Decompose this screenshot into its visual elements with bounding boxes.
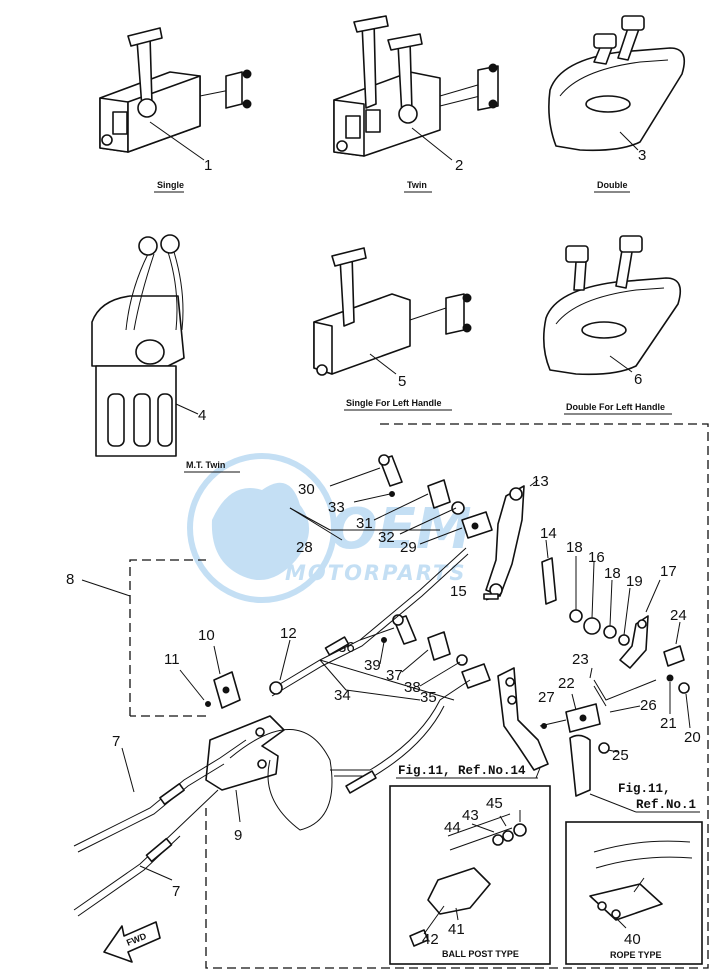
callout-5: 5	[398, 373, 406, 390]
shaft-and-washers: 15 14 18 16 18 19	[450, 525, 643, 646]
ref-ref1: Ref.No.1	[636, 798, 696, 812]
callout-18-top: 18	[566, 539, 583, 556]
watermark: OEM MOTORPARTS	[187, 453, 472, 603]
callout-44: 44	[444, 819, 461, 836]
rope-type-box: 40 ROPE TYPE	[565, 821, 703, 965]
callout-35: 35	[420, 689, 437, 706]
callout-27: 27	[538, 689, 555, 706]
callout-16: 16	[588, 549, 605, 566]
callout-34: 34	[334, 687, 351, 704]
callout-15: 15	[450, 583, 467, 600]
lower-neutral-lever-assembly: 36 39 37 38 34 35	[319, 614, 491, 706]
caption-double: Double	[597, 180, 628, 190]
callout-38: 38	[404, 679, 421, 696]
caption-mt-twin: M.T. Twin	[186, 460, 225, 470]
remote-control-cables: 7 7	[73, 679, 471, 917]
caption-twin: Twin	[407, 180, 427, 190]
callout-32: 32	[378, 529, 395, 546]
callout-11: 11	[164, 651, 180, 668]
throttle-bracket: 22 25 27	[538, 675, 629, 797]
caption-single: Single	[157, 180, 184, 190]
callout-10: 10	[198, 627, 215, 644]
callout-45: 45	[486, 795, 503, 812]
callout-18-right: 18	[604, 565, 621, 582]
callout-37: 37	[386, 667, 403, 684]
callout-2: 2	[455, 157, 463, 174]
shift-cable-and-lever: 13 12	[269, 473, 549, 697]
remote-control-twin: 2 Twin	[333, 15, 499, 193]
box-label-ball-post: BALL POST TYPE	[442, 949, 519, 959]
ref-fig11-ref14: Fig.11, Ref.No.14	[398, 764, 526, 778]
remote-control-double-left: 6 Double For Left Handle	[542, 235, 682, 415]
fig11-ref14-lever: Fig.11, Ref.No.14 Fig.11, Ref.No.1	[396, 667, 700, 813]
remote-control-mt-twin: 4	[91, 234, 206, 457]
ref-fig11: Fig.11,	[618, 782, 671, 796]
callout-43: 43	[462, 807, 479, 824]
callout-20: 20	[684, 729, 701, 746]
callout-24: 24	[670, 607, 687, 624]
callout-21: 21	[660, 715, 677, 732]
callout-42: 42	[422, 931, 439, 948]
callout-17: 17	[660, 563, 677, 580]
remote-control-single: 1 Single	[99, 27, 252, 193]
callout-8: 8	[66, 571, 74, 588]
callout-40: 40	[624, 931, 641, 948]
box-label-rope: ROPE TYPE	[610, 950, 662, 960]
caption-double-left: Double For Left Handle	[566, 402, 665, 412]
throttle-lever-assembly: 17 24 20 21 23 26	[572, 563, 701, 746]
callout-12: 12	[280, 625, 297, 642]
callout-1: 1	[204, 157, 212, 174]
upper-neutral-lever-assembly: 30 33 31 32 28 29	[289, 454, 493, 556]
watermark-sub: MOTORPARTS	[285, 561, 467, 585]
callout-9: 9	[234, 827, 242, 844]
callout-26: 26	[640, 697, 657, 714]
callout-6: 6	[634, 371, 642, 388]
callout-19: 19	[626, 573, 643, 590]
fwd-direction-arrow: FWD	[103, 921, 161, 963]
callout-30: 30	[298, 481, 315, 498]
callout-4: 4	[198, 407, 206, 424]
callout-7-upper: 7	[112, 733, 120, 750]
callout-25: 25	[612, 747, 629, 764]
remote-control-single-left: 5 Single For Left Handle	[313, 247, 472, 411]
callout-23: 23	[572, 651, 589, 668]
callout-29: 29	[400, 539, 417, 556]
callout-13: 13	[532, 473, 549, 490]
ball-post-type-box: 44 43 45 41 42 BALL POST TYPE	[389, 785, 551, 965]
callout-7-lower: 7	[172, 883, 180, 900]
remote-control-double: 3 Double	[548, 15, 686, 193]
callout-39: 39	[364, 657, 381, 674]
caption-single-left: Single For Left Handle	[346, 398, 442, 408]
cable-bracket: 9	[205, 715, 285, 844]
callout-41: 41	[448, 921, 465, 938]
callout-3: 3	[638, 147, 646, 164]
callout-28: 28	[296, 539, 313, 556]
callout-22: 22	[558, 675, 575, 692]
callout-33: 33	[328, 499, 345, 516]
callout-31: 31	[356, 515, 373, 532]
callout-14: 14	[540, 525, 557, 542]
bracket-assembly: 10 11	[164, 627, 241, 709]
